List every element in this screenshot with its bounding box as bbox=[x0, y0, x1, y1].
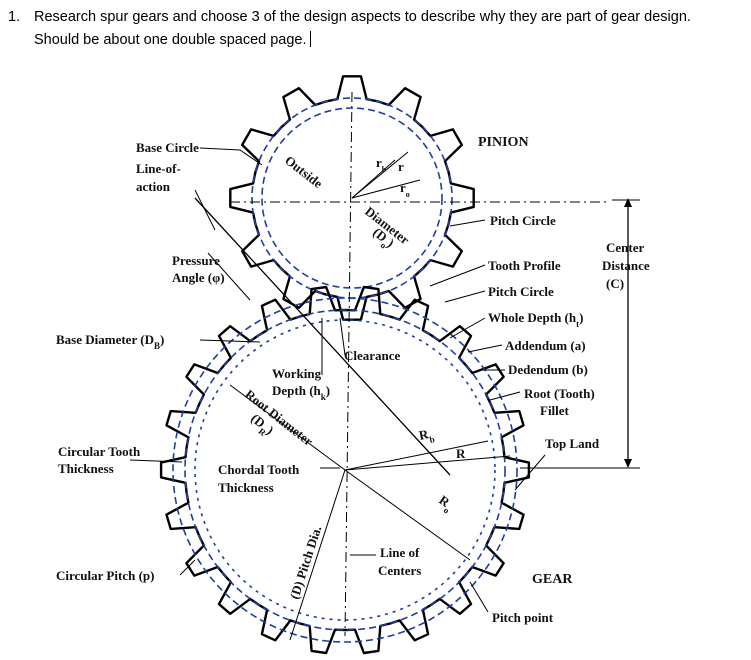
label-line-of-centers-1: Line of bbox=[380, 545, 420, 560]
arrow-down-icon bbox=[624, 459, 632, 468]
label-depth: Depth (hk) bbox=[272, 383, 330, 402]
question-item: 1. Research spur gears and choose 3 of t… bbox=[8, 8, 743, 27]
leader-addendum bbox=[467, 344, 503, 353]
label-chordal-thickness: Thickness bbox=[218, 480, 274, 495]
label-thickness: Thickness bbox=[58, 461, 114, 476]
gear-shapes bbox=[159, 75, 531, 655]
leader-pitch-point bbox=[469, 581, 489, 613]
pitch-dia-line bbox=[289, 469, 346, 641]
gear-outline bbox=[159, 285, 531, 655]
leader-circular-tooth bbox=[129, 459, 183, 463]
diagram-labels: PINION GEAR Base Circle Line-of- action … bbox=[56, 135, 650, 625]
gear-radius-r bbox=[344, 455, 511, 471]
leader-lines bbox=[129, 147, 546, 613]
gear-radius-rb bbox=[344, 440, 489, 471]
label-r-top: r bbox=[398, 159, 404, 174]
question-note: Should be about one double spaced page. bbox=[34, 32, 307, 48]
label-pinion: PINION bbox=[478, 135, 529, 150]
label-c: (C) bbox=[606, 276, 624, 291]
label-line-of-centers-2: Centers bbox=[378, 563, 421, 578]
label-pitch-circle-1: Pitch Circle bbox=[490, 213, 556, 228]
label-working: Working bbox=[272, 366, 322, 381]
text-cursor bbox=[309, 31, 311, 47]
leader-pitch-circle-1 bbox=[449, 219, 486, 227]
arrow-up-icon bbox=[624, 198, 632, 207]
gear-root-circle bbox=[194, 319, 496, 621]
root-dia-line bbox=[229, 384, 346, 471]
gear-pitch-circle bbox=[172, 297, 518, 643]
leader-line-of-action bbox=[194, 189, 216, 231]
leader-base-diameter bbox=[199, 339, 261, 343]
leader-circular-pitch bbox=[179, 559, 196, 576]
label-diameter-top: Diameter bbox=[362, 204, 412, 248]
label-pitch-dia: (D) Pitch Dia. bbox=[287, 524, 325, 601]
label-pitch-circle-2: Pitch Circle bbox=[488, 284, 554, 299]
label-circular-pitch: Circular Pitch (p) bbox=[56, 568, 154, 583]
label-whole-depth: Whole Depth (ht) bbox=[488, 310, 583, 329]
label-action: action bbox=[136, 179, 171, 194]
leader-base-circle bbox=[199, 147, 263, 166]
pinion-radius-ro-outer bbox=[351, 179, 421, 199]
label-base-circle: Base Circle bbox=[136, 140, 199, 155]
label-rb-top: rb bbox=[376, 155, 387, 174]
leader-pressure-angle bbox=[207, 252, 251, 301]
question-note-row[interactable]: Should be about one double spaced page. bbox=[34, 31, 743, 50]
label-clearance: Clearance bbox=[344, 348, 401, 363]
label-pressure: Pressure bbox=[172, 253, 220, 268]
label-rb: Rb bbox=[418, 425, 436, 447]
label-fillet: Fillet bbox=[540, 403, 570, 418]
question-block: 1. Research spur gears and choose 3 of t… bbox=[8, 8, 743, 50]
leader-clearance bbox=[339, 317, 346, 356]
question-text: Research spur gears and choose 3 of the … bbox=[34, 9, 691, 25]
label-base-diameter: Base Diameter (DB) bbox=[56, 332, 164, 351]
gear-base-circle bbox=[184, 309, 506, 631]
leader-top-land bbox=[514, 454, 546, 491]
leader-whole-depth bbox=[449, 317, 486, 339]
label-center: Center bbox=[606, 240, 644, 255]
label-pitch-point: Pitch point bbox=[492, 610, 554, 625]
leader-root-fillet bbox=[489, 391, 521, 401]
label-outside: Outside bbox=[282, 153, 326, 192]
label-gear: GEAR bbox=[532, 572, 573, 587]
leader-tooth-profile bbox=[429, 264, 486, 287]
label-addendum: Addendum (a) bbox=[505, 338, 586, 353]
label-angle: Angle (φ) bbox=[172, 270, 225, 285]
label-ro-top: ro bbox=[400, 180, 410, 199]
label-r: R bbox=[456, 446, 466, 461]
leader-pitch-circle-2 bbox=[444, 290, 486, 303]
label-circular-tooth: Circular Tooth bbox=[58, 444, 141, 459]
label-distance: Distance bbox=[602, 258, 650, 273]
label-line-of: Line-of- bbox=[136, 161, 181, 176]
label-root-tooth: Root (Tooth) bbox=[524, 386, 595, 401]
label-chordal-tooth: Chordal Tooth bbox=[218, 462, 300, 477]
center-distance-dimension bbox=[520, 198, 640, 469]
question-number: 1. bbox=[8, 9, 21, 25]
label-top-land: Top Land bbox=[545, 436, 600, 451]
label-ro: Ro bbox=[434, 492, 457, 516]
label-tooth-profile: Tooth Profile bbox=[488, 258, 561, 273]
pinion-radius-rb bbox=[351, 159, 396, 199]
gear-radius-ro bbox=[344, 469, 471, 561]
label-dedendum: Dedendum (b) bbox=[508, 362, 588, 377]
